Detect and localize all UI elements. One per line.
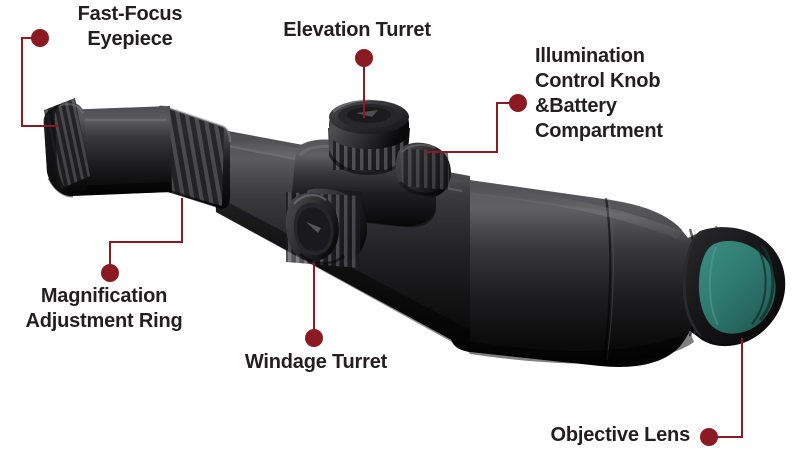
callout-dot-elevation-turret <box>355 49 373 67</box>
callout-label-magnification-adjustment-ring: Magnification Adjustment Ring <box>25 285 183 332</box>
callout-label-elevation-turret: Elevation Turret <box>283 19 431 41</box>
elevation-turret <box>328 99 410 175</box>
magnification-ring <box>155 104 232 210</box>
leader-line-magnification-adjustment-ring <box>109 198 183 273</box>
callout-label-windage-turret: Windage Turret <box>244 351 388 373</box>
illumination-knob <box>395 142 451 198</box>
callout-label-fast-focus-eyepiece: Fast-Focus Eyepiece <box>77 3 183 50</box>
scope-body <box>43 98 786 367</box>
callout-leaders <box>21 29 743 446</box>
objective-lens <box>682 227 786 345</box>
callout-dot-fast-focus-eyepiece <box>31 29 49 47</box>
leader-line-illumination-control-knob <box>424 102 518 153</box>
callout-dot-windage-turret <box>305 329 323 347</box>
callout-dot-objective-lens <box>700 428 718 446</box>
callout-label-illumination-control-knob: Illumination Control Knob &Battery Compa… <box>535 45 663 142</box>
callout-dot-magnification-adjustment-ring <box>101 264 119 282</box>
callout-dot-illumination-control-knob <box>509 94 527 112</box>
callout-label-objective-lens: Objective Lens <box>550 424 691 446</box>
leader-line-objective-lens <box>709 338 743 438</box>
windage-turret <box>285 188 367 268</box>
